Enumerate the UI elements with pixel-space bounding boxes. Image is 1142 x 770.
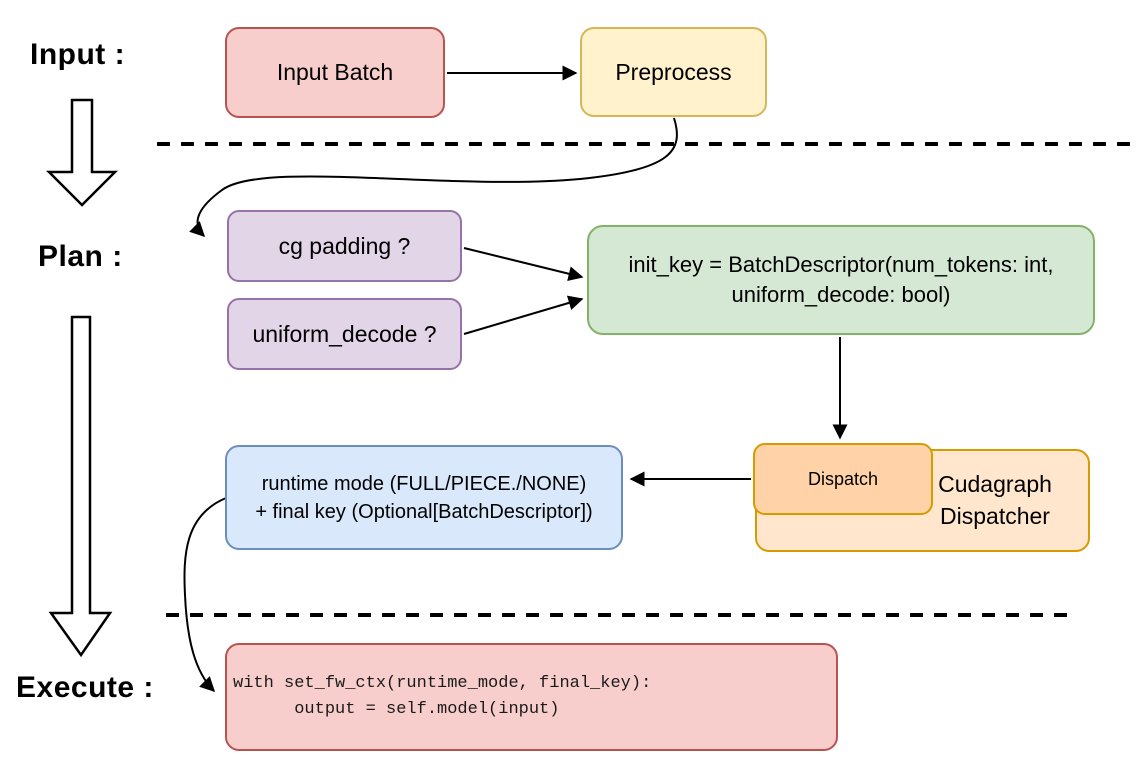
arrow-uniformdecode-to-initkey [463,295,584,335]
arrow-runtimemode-to-code [183,497,227,693]
init-key-line2: uniform_decode: bool) [731,282,951,307]
runtime-mode-line1: runtime mode (FULL/PIECE./NONE) [261,472,587,495]
init-key-node: init_key = BatchDescriptor(num_tokens: i… [587,225,1095,335]
runtime-mode-node: runtime mode (FULL/PIECE./NONE) + final … [225,445,623,550]
input-section-label: Input : [30,38,126,71]
execute-code-node: with set_fw_ctx(runtime_mode, final_key)… [225,643,838,751]
cudagraph-dispatcher-label: Cudagraph Dispatcher [938,471,1052,529]
input-batch-node: Input Batch [225,27,445,118]
preprocess-node: Preprocess [580,27,767,117]
hollow-arrow-plan-to-execute [48,315,113,658]
uniform-decode-node: uniform_decode ? [227,298,462,370]
plan-section-label: Plan : [38,240,123,273]
hollow-arrow-input-to-plan [45,98,119,207]
arrow-preprocess-to-cgpadding [189,117,678,238]
code-line1: with set_fw_ctx(runtime_mode, final_key)… [233,673,652,693]
init-key-line1: init_key = BatchDescriptor(num_tokens: i… [628,252,1054,278]
runtime-mode-line2: + final key (Optional[BatchDescriptor]) [255,500,593,523]
execute-section-label: Execute : [16,671,154,704]
dispatch-node: Dispatch [753,443,933,515]
arrow-cgpadding-to-initkey [463,247,584,282]
cg-padding-node: cg padding ? [227,210,462,282]
code-line2: output = self.model(input) [233,700,560,719]
